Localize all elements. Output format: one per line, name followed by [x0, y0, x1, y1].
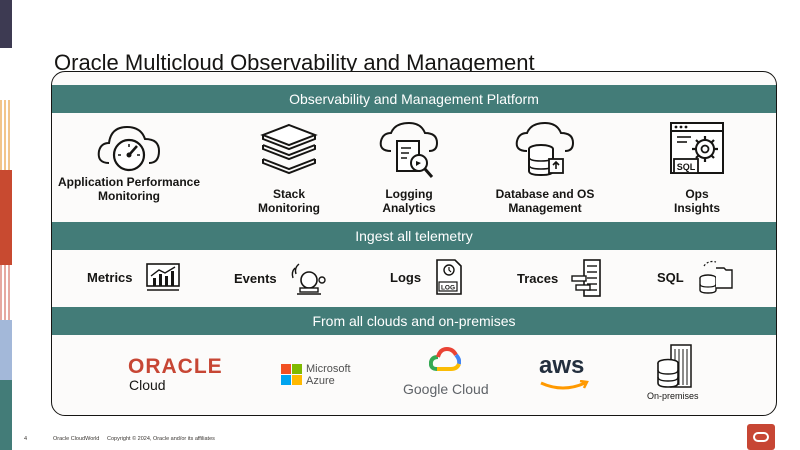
telemetry-label: SQL: [657, 269, 684, 285]
on-premises-logo: On-premises: [642, 343, 712, 405]
telemetry-sql: SQL: [657, 258, 734, 296]
telemetry-metrics: Metrics: [87, 262, 181, 292]
footer-copyright: Copyright © 2024, Oracle and/or its affi…: [107, 436, 215, 442]
database-cloud-icon: [515, 121, 575, 177]
aws-wordmark: aws: [539, 352, 585, 379]
google-cloud-icon: [429, 347, 461, 371]
product-label: Stack Monitoring: [258, 187, 320, 215]
platform-header: Observability and Management Platform: [52, 85, 776, 113]
oracle-wordmark: ORACLE: [128, 355, 223, 378]
product-apm: Application Performance Monitoring: [52, 119, 209, 203]
svg-text:LOG: LOG: [441, 285, 455, 292]
telemetry-label: Events: [234, 270, 277, 286]
microsoft-azure-logo: Microsoft Azure: [281, 362, 361, 388]
svg-text:SQL: SQL: [677, 162, 696, 172]
telemetry-header: Ingest all telemetry: [52, 222, 776, 250]
product-label: Ops Insights: [673, 187, 720, 215]
telemetry-label: Metrics: [87, 269, 133, 285]
telemetry-label: Traces: [517, 270, 559, 286]
sql-database-icon: [699, 260, 733, 294]
sources-header: From all clouds and on-premises: [52, 307, 776, 335]
log-file-icon: LOG: [436, 259, 462, 295]
trace-timeline-icon: [571, 259, 602, 297]
oracle-logo-icon: [747, 424, 775, 450]
oracle-cloud-sub: Cloud: [129, 377, 166, 393]
azure-line2: Azure: [306, 375, 335, 387]
telemetry-logs: Logs LOG: [390, 258, 465, 296]
sql-gear-window-icon: SQL: [670, 122, 724, 174]
telemetry-label: Logs: [390, 269, 422, 285]
azure-line1: Microsoft: [306, 363, 351, 375]
google-cloud-label: Google Cloud: [403, 381, 489, 397]
alarm-bell-icon: [291, 263, 326, 295]
product-label: Logging Analytics: [382, 187, 436, 215]
stack-layers-icon: [260, 123, 318, 175]
server-building-icon: [657, 344, 692, 388]
product-logging-analytics: Logging Analytics: [329, 121, 489, 215]
google-cloud-logo: Google Cloud: [402, 347, 492, 402]
page-title: Oracle Multicloud Observability and Mana…: [54, 50, 535, 75]
gauge-cloud-icon: [97, 125, 161, 172]
product-stack-monitoring: Stack Monitoring: [209, 121, 369, 215]
product-label: Application Performance Monitoring: [57, 175, 201, 203]
oracle-cloud-logo: ORACLE Cloud: [128, 355, 238, 395]
footer-brand: Oracle CloudWorld: [53, 436, 100, 442]
product-label: Database and OS Management: [495, 187, 595, 215]
telemetry-events: Events: [234, 258, 329, 298]
observability-diagram: Observability and Management Platform Ap…: [51, 71, 777, 416]
metrics-chart-icon: [145, 263, 180, 291]
product-db-os-management: Database and OS Management: [465, 121, 625, 215]
aws-smile-icon: [540, 380, 589, 390]
page-number: 4: [24, 436, 28, 442]
microsoft-squares-icon: [281, 364, 302, 385]
log-search-cloud-icon: [379, 121, 439, 178]
telemetry-traces: Traces: [517, 258, 604, 298]
left-decorative-strip: [0, 0, 12, 450]
product-ops-insights: SQL Ops Insights: [617, 121, 776, 215]
on-premises-label: On-premises: [647, 391, 699, 401]
aws-logo: aws: [537, 352, 597, 397]
